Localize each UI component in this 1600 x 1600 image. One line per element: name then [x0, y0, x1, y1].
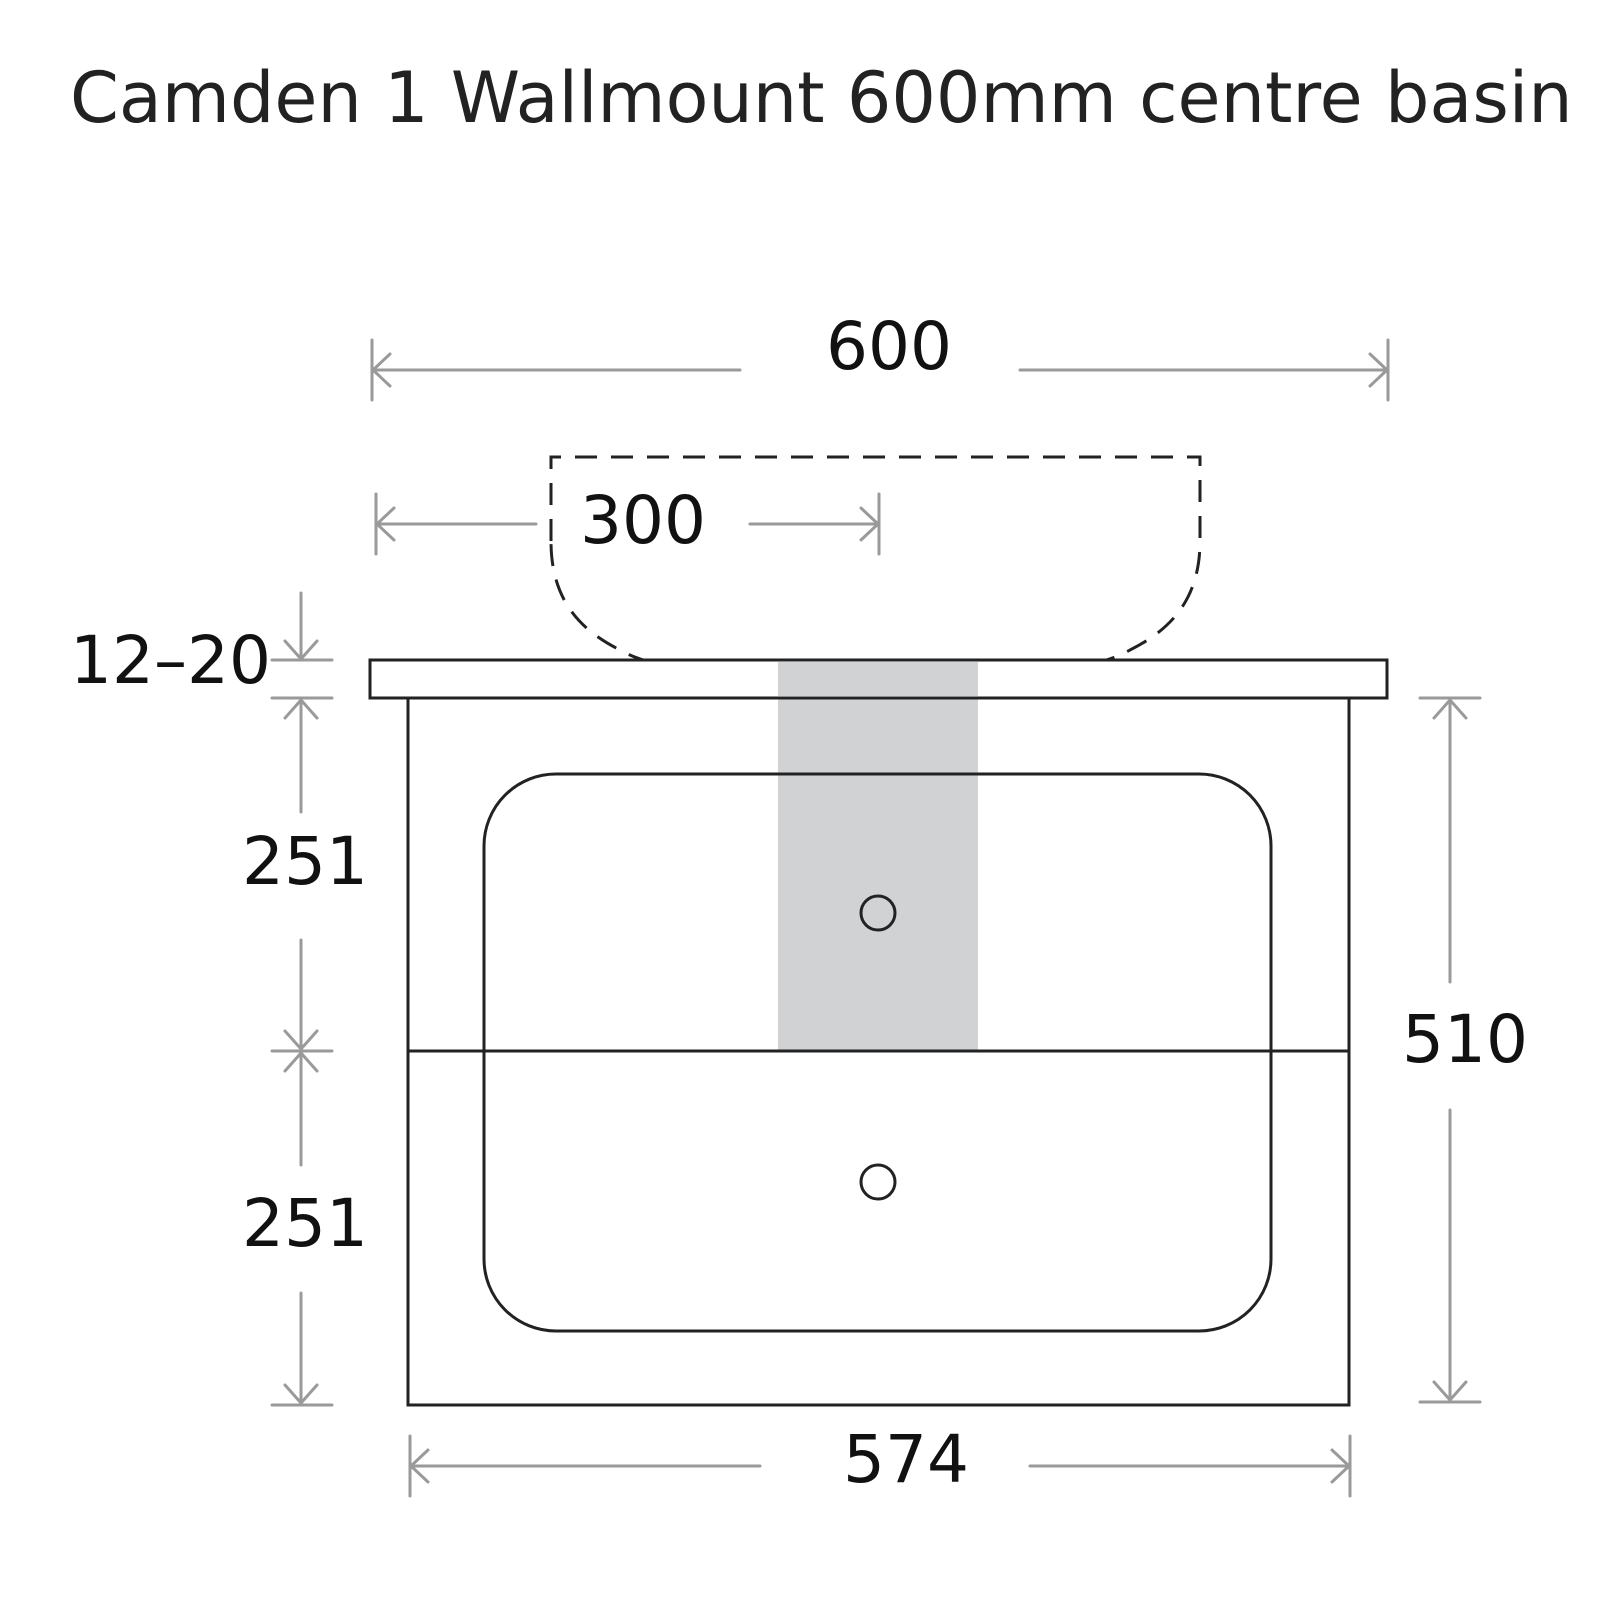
dimension-cabinet-width: 574	[408, 1421, 1352, 1498]
basin-outline-dashed	[549, 455, 1202, 673]
dimension-cabinet-height: 510	[1402, 696, 1528, 1404]
dimension-top-thickness: 12–20	[70, 591, 334, 700]
upper-drawer-label: 251	[242, 823, 368, 900]
plumbing-zone	[778, 660, 978, 1051]
dimension-lower-drawer: 251	[242, 1051, 368, 1407]
drawer-front-outline	[482, 772, 1273, 1333]
dimension-upper-drawer: 251	[242, 698, 368, 1053]
top-thickness-label: 12–20	[70, 622, 271, 699]
plumbing-zone-top-overlay	[778, 662, 978, 696]
cabinet-width-label: 574	[843, 1421, 969, 1498]
dimension-basin-centre: 300	[374, 482, 881, 559]
cabinet-height-label: 510	[1402, 1001, 1528, 1078]
overall-width-label: 600	[826, 308, 952, 385]
lower-drawer-knob	[859, 1163, 897, 1201]
upper-drawer-knob	[859, 894, 897, 932]
lower-drawer-label: 251	[242, 1185, 368, 1262]
dimension-overall-width: 600	[370, 308, 1390, 402]
page-title: Camden 1 Wallmount 600mm centre basin	[70, 57, 1573, 139]
basin-centre-label: 300	[580, 482, 706, 559]
